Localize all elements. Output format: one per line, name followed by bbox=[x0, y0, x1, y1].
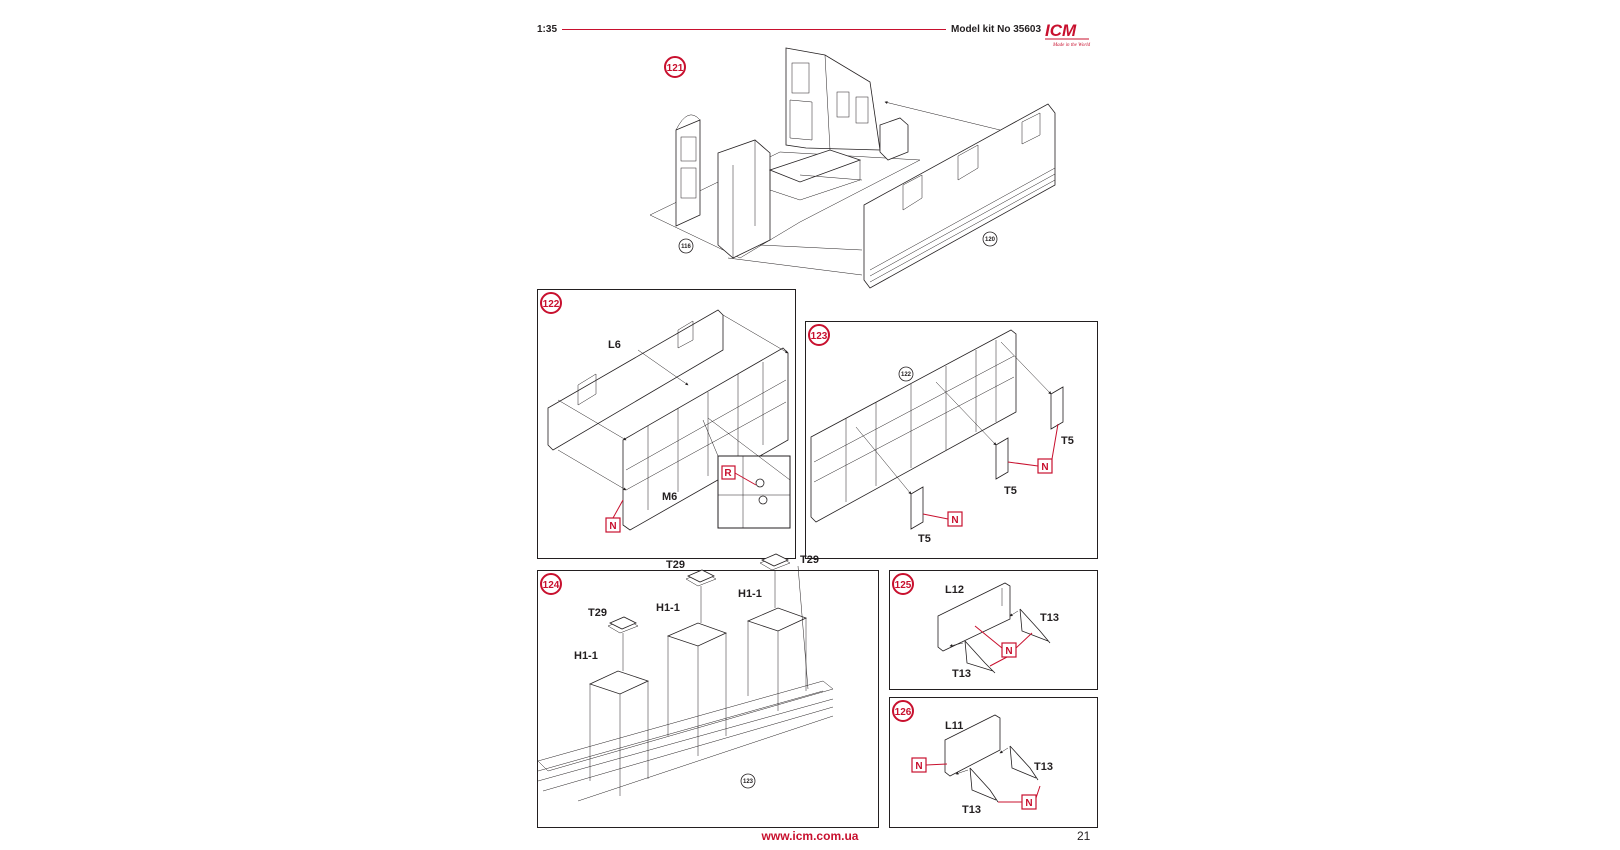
svg-text:T29: T29 bbox=[800, 554, 819, 566]
svg-text:T13: T13 bbox=[962, 804, 981, 816]
step-123-panel: 123 122 T5 T5 T5 N N bbox=[805, 321, 1098, 559]
step-122-panel: 122 L6 M6 R N bbox=[537, 289, 796, 559]
svg-text:R: R bbox=[724, 468, 732, 479]
icm-logo-icon: ICM Made in the World bbox=[1045, 21, 1091, 48]
step-124-badge: 124 bbox=[540, 573, 562, 595]
kit-number: Model kit No 35603 bbox=[951, 24, 1042, 35]
ref-122: 122 bbox=[898, 366, 914, 382]
svg-text:M6: M6 bbox=[662, 491, 677, 503]
logo-text: ICM bbox=[1045, 21, 1077, 40]
step-123-badge: 123 bbox=[808, 324, 830, 346]
step-126-drawing: 126 L11 T13 T13 N N bbox=[892, 700, 1053, 816]
step-124-drawing: 124 123 T29 T29 T29 H1-1 H1-1 H1-1 bbox=[537, 553, 834, 802]
svg-text:N: N bbox=[609, 521, 616, 532]
svg-text:123: 123 bbox=[743, 779, 754, 785]
step-125-badge: 125 bbox=[892, 573, 914, 595]
step-125-drawing: 125 L12 T13 T13 N bbox=[892, 573, 1059, 680]
svg-text:T5: T5 bbox=[1004, 485, 1017, 497]
svg-text:T29: T29 bbox=[588, 607, 607, 619]
step-126-badge: 126 bbox=[892, 700, 914, 722]
svg-text:125: 125 bbox=[895, 580, 912, 591]
svg-text:121: 121 bbox=[667, 63, 684, 74]
svg-text:T29: T29 bbox=[666, 559, 685, 571]
svg-text:126: 126 bbox=[895, 707, 912, 718]
svg-text:124: 124 bbox=[543, 580, 560, 591]
ref-116: 116 bbox=[678, 238, 694, 254]
svg-text:T13: T13 bbox=[952, 668, 971, 680]
page-number: 21 bbox=[1077, 829, 1091, 843]
svg-text:N: N bbox=[1005, 646, 1012, 657]
svg-text:122: 122 bbox=[901, 372, 912, 378]
svg-text:L11: L11 bbox=[945, 720, 963, 732]
svg-text:T5: T5 bbox=[918, 533, 931, 545]
step-123-drawing: 123 122 T5 T5 T5 N N bbox=[808, 324, 1074, 545]
svg-text:116: 116 bbox=[681, 244, 691, 250]
svg-text:N: N bbox=[951, 515, 958, 526]
step-125-panel: 125 L12 T13 T13 N bbox=[889, 570, 1098, 690]
step-122-drawing: 122 L6 M6 R N bbox=[540, 292, 791, 533]
scale-label: 1:35 bbox=[537, 24, 558, 35]
svg-text:T13: T13 bbox=[1034, 761, 1053, 773]
svg-text:T13: T13 bbox=[1040, 612, 1059, 624]
svg-text:H1-1: H1-1 bbox=[738, 588, 762, 600]
svg-text:N: N bbox=[1025, 798, 1032, 809]
ref-123: 123 bbox=[740, 773, 756, 789]
svg-text:T5: T5 bbox=[1061, 435, 1074, 447]
step-126-panel: 126 L11 T13 T13 N N bbox=[889, 697, 1098, 828]
step-122-badge: 122 bbox=[540, 292, 562, 314]
svg-text:122: 122 bbox=[543, 299, 560, 310]
svg-text:L12: L12 bbox=[945, 584, 964, 596]
ref-120: 120 bbox=[982, 231, 998, 247]
svg-text:L6: L6 bbox=[608, 339, 621, 351]
svg-text:H1-1: H1-1 bbox=[574, 650, 598, 662]
step-124-panel: 124 123 T29 T29 T29 H1-1 H1-1 H1-1 bbox=[537, 553, 879, 828]
footer-url-link[interactable]: www.icm.com.ua bbox=[761, 829, 859, 843]
svg-text:H1-1: H1-1 bbox=[656, 602, 680, 614]
svg-text:120: 120 bbox=[985, 237, 996, 243]
svg-text:N: N bbox=[915, 761, 922, 772]
svg-text:123: 123 bbox=[811, 331, 828, 342]
step-121-badge: 121 bbox=[664, 56, 686, 78]
logo-tagline: Made in the World bbox=[1052, 43, 1091, 48]
header-rule bbox=[562, 29, 946, 30]
svg-text:N: N bbox=[1041, 462, 1048, 473]
